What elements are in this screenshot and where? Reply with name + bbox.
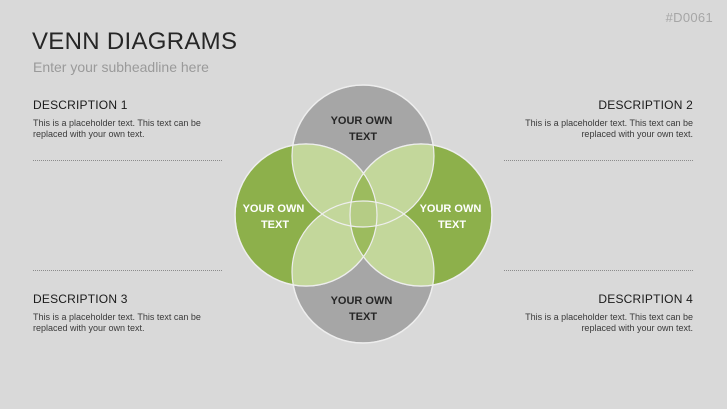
description-1: DESCRIPTION 1 This is a placeholder text…: [33, 98, 223, 140]
description-3-text: This is a placeholder text. This text ca…: [33, 312, 201, 333]
description-1-text: This is a placeholder text. This text ca…: [33, 118, 201, 139]
description-4: DESCRIPTION 4 This is a placeholder text…: [503, 292, 693, 334]
venn-left-label: YOUR OWN TEXT: [243, 203, 308, 231]
page-title: VENN DIAGRAMS: [32, 28, 238, 55]
divider-bottom-right: [504, 270, 693, 271]
venn-top-label: YOUR OWN TEXT: [331, 115, 396, 143]
description-1-heading: DESCRIPTION 1: [33, 98, 128, 112]
divider-bottom-left: [33, 270, 222, 271]
description-3: DESCRIPTION 3 This is a placeholder text…: [33, 292, 223, 334]
slide-id: #D0061: [665, 10, 713, 25]
venn-left-label-line2: TEXT: [261, 219, 289, 231]
description-4-text: This is a placeholder text. This text ca…: [525, 312, 693, 333]
venn-outline-right: [349, 143, 493, 287]
description-3-heading: DESCRIPTION 3: [33, 292, 128, 306]
description-2-heading: DESCRIPTION 2: [598, 98, 693, 112]
divider-top-right: [504, 160, 693, 161]
venn-outline-top: [291, 84, 435, 228]
page-subtitle: Enter your subheadline here: [33, 59, 209, 75]
divider-top-left: [33, 160, 222, 161]
venn-bottom-label: YOUR OWN TEXT: [331, 295, 396, 323]
description-2: DESCRIPTION 2 This is a placeholder text…: [503, 98, 693, 140]
description-2-text: This is a placeholder text. This text ca…: [525, 118, 693, 139]
venn-bottom-label-line1: YOUR OWN: [331, 295, 393, 307]
venn-left-label-line1: YOUR OWN: [243, 203, 305, 215]
venn-top-label-line1: YOUR OWN: [331, 115, 393, 127]
venn-right-label: YOUR OWN TEXT: [420, 203, 485, 231]
description-4-heading: DESCRIPTION 4: [598, 292, 693, 306]
venn-outline-bottom: [291, 200, 435, 344]
venn-right-label-line2: TEXT: [438, 219, 466, 231]
venn-bottom-label-line2: TEXT: [349, 311, 377, 323]
venn-outline-left: [234, 143, 378, 287]
venn-top-label-line2: TEXT: [349, 131, 377, 143]
venn-right-label-line1: YOUR OWN: [420, 203, 482, 215]
